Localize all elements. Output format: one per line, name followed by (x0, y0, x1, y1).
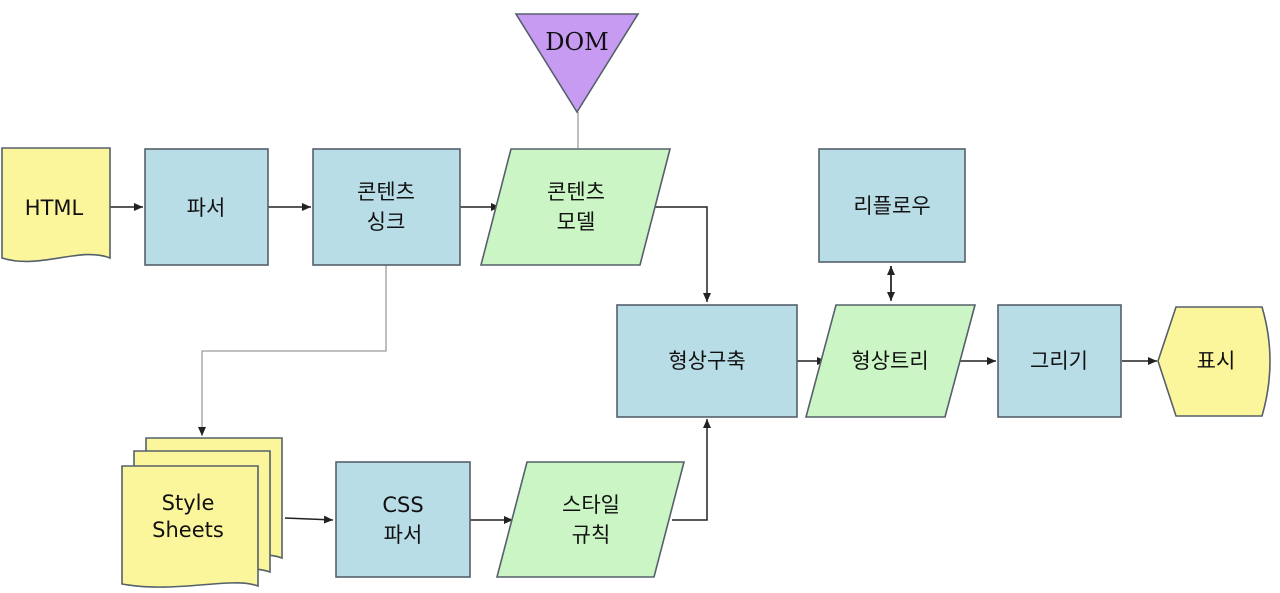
node-parser-label: 파서 (187, 196, 226, 220)
node-style-sheets-label-2: Sheets (152, 518, 224, 542)
node-css-parser-label-1: CSS (382, 493, 423, 517)
node-css-parser: CSS 파서 (335, 461, 471, 578)
node-reflow-label: 리플로우 (853, 194, 930, 218)
node-display: 표시 (1157, 306, 1271, 417)
node-style-rules-label-1: 스타일 (562, 493, 620, 517)
node-style-sheets-label-1: Style (162, 491, 215, 515)
node-dom-label: DOM (545, 28, 609, 56)
edges (110, 112, 1157, 524)
edge-style-rules-to-frame-construction (672, 419, 711, 521)
node-content-sink-label-2: 싱크 (367, 210, 406, 234)
node-content-model: 콘텐츠 모델 (479, 148, 672, 266)
node-frame-construction-label: 형상구축 (668, 349, 745, 373)
edge-style-sheets-to-css-parser (284, 515, 334, 524)
node-painting-label: 그리기 (1030, 349, 1088, 373)
node-style-sheets: Style Sheets (121, 437, 283, 588)
node-dom: DOM (514, 13, 640, 114)
node-style-rules: 스타일 규칙 (495, 461, 686, 578)
node-reflow: 리플로우 (818, 148, 966, 263)
edge-content-sink-to-style-sheets (198, 265, 387, 436)
node-frame-construction: 형상구축 (616, 304, 798, 418)
node-frame-tree: 형상트리 (804, 304, 977, 418)
node-content-sink: 콘텐츠 싱크 (312, 148, 461, 266)
node-parser: 파서 (144, 148, 269, 266)
node-display-label: 표시 (1197, 349, 1236, 373)
node-content-sink-label-1: 콘텐츠 (357, 180, 415, 204)
node-style-rules-label-2: 규칙 (572, 523, 611, 547)
node-html: HTML (1, 147, 111, 263)
node-content-model-label-1: 콘텐츠 (547, 180, 605, 204)
node-frame-tree-label: 형상트리 (851, 349, 928, 373)
node-html-label: HTML (25, 196, 84, 220)
edge-content-model-to-frame-construction (655, 206, 711, 302)
node-css-parser-label-2: 파서 (384, 523, 423, 547)
node-painting: 그리기 (997, 304, 1122, 418)
node-content-model-label-2: 모델 (557, 210, 596, 234)
